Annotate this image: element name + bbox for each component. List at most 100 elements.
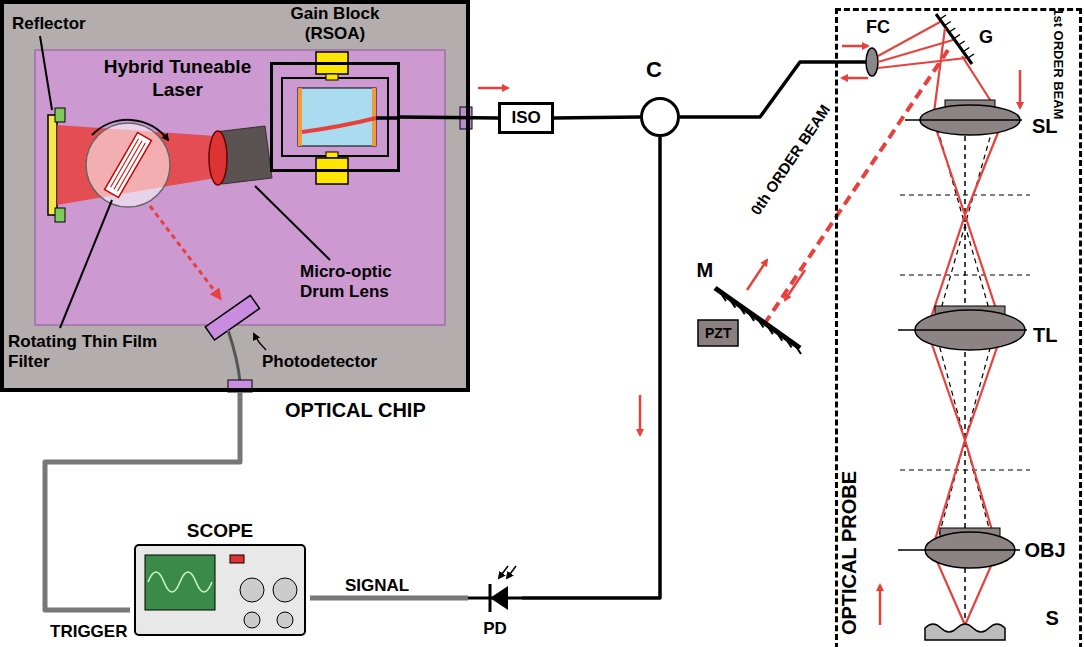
drawing-part: [786, 338, 792, 347]
drawing-part: [326, 152, 338, 158]
drawing-part: [758, 319, 764, 328]
drawing-part: [302, 118, 376, 132]
drawing-part: [765, 50, 948, 323]
photodiode-symbol: [468, 566, 522, 612]
drawing-part: [48, 115, 57, 215]
part-label: PZT: [705, 325, 731, 342]
optical-fiber: [400, 117, 498, 118]
drawing-part: [0, 0, 470, 392]
node-label: PD: [468, 619, 522, 639]
optical-fiber: [522, 137, 660, 598]
part-label: 0th ORDER BEAM: [747, 101, 834, 218]
part-label: Rotating Thin Film Filter: [8, 332, 176, 373]
part-label: FC: [866, 17, 890, 39]
drawing-part: [55, 108, 65, 122]
drawing-part: [1019, 70, 1022, 108]
drawing-part: [35, 50, 445, 325]
drawing-part: [298, 88, 302, 146]
drawing-part: [148, 572, 212, 592]
drawing-part: [842, 45, 868, 48]
drawing-part: [376, 116, 400, 120]
thin-film-filter: [105, 132, 152, 197]
drawing-part: [254, 334, 266, 350]
drawing-part: [720, 292, 726, 301]
drawing-part: [945, 22, 951, 26]
drawing-part: [905, 119, 1022, 121]
drawing-part: [273, 578, 297, 602]
drawing-part: [60, 200, 112, 328]
drawing-part: [489, 584, 492, 612]
drawing-part: [490, 586, 508, 610]
drawing-part: [282, 78, 388, 156]
part-label: OBJ: [1025, 538, 1066, 562]
isolator-box: ISO: [498, 102, 554, 134]
drawing-part: [507, 566, 516, 578]
signal-cable: [310, 596, 468, 601]
drawing-part: [747, 260, 767, 290]
part-label: G: [979, 27, 993, 49]
drawing-part: [244, 612, 260, 628]
drawing-part: [949, 28, 955, 32]
drawing-part: [968, 54, 974, 58]
drawing-part: [748, 312, 754, 321]
drum-lens: [209, 126, 272, 185]
drawing-part: [55, 208, 65, 222]
drawing-part: [639, 395, 642, 435]
gain-block: Gain Block (RSOA): [270, 62, 400, 172]
drawing-part: [205, 295, 259, 340]
drawing-part: [135, 545, 305, 635]
drawing-part: [878, 58, 966, 68]
part-label: 1st ORDER BEAM: [1050, 8, 1066, 119]
tap-beam: [150, 206, 220, 298]
drawing-part: [145, 555, 215, 610]
rotation-arrow: [92, 120, 168, 140]
circulator: C: [640, 97, 680, 137]
reference-mirror: [698, 50, 948, 354]
drawing-part: [40, 36, 52, 110]
drawing-part: [117, 143, 145, 191]
part-label: TL: [1033, 323, 1057, 347]
drawing-part: [900, 274, 1030, 275]
rsoa: [282, 52, 400, 184]
drawing-part: [900, 120, 1030, 550]
part-label: Reflector: [12, 14, 86, 34]
drawing-part: [954, 35, 960, 39]
drawing-part: [959, 41, 965, 45]
drawing-part: [866, 48, 878, 76]
part-label: SL: [1032, 114, 1058, 138]
drawing-part: [255, 186, 330, 260]
drawing-part: [105, 132, 152, 197]
drawing-part: [940, 15, 974, 58]
probe-optics: [835, 14, 1030, 640]
part-label: S: [1046, 606, 1059, 630]
photodiode: PD: [468, 575, 522, 641]
drawing-part: [209, 131, 227, 185]
part-label: M: [697, 258, 714, 282]
node-label: OPTICAL PROBE: [837, 471, 861, 635]
drawing-part: [879, 585, 882, 625]
drawing-part: [898, 329, 1027, 331]
node-label: C: [646, 57, 662, 83]
chip-fill: [0, 0, 470, 392]
cable-label: TRIGGER: [50, 622, 127, 642]
leader-lines: [40, 36, 330, 328]
drawing-part: [963, 48, 969, 52]
drawing-part: [729, 299, 735, 308]
cable-label: SIGNAL: [345, 576, 409, 596]
drawing-part: [499, 566, 508, 578]
part-label: Micro-optic Drum Lens: [300, 262, 440, 303]
drawing-part: [230, 555, 244, 563]
drawing-part: [114, 141, 142, 189]
node-label: SCOPE: [130, 520, 310, 543]
drawing-part: [228, 330, 240, 382]
drawing-part: [835, 60, 866, 64]
drawing-part: [795, 345, 801, 354]
optical-fiber: [554, 117, 640, 118]
drawing-part: [925, 624, 1005, 640]
drawing-part: [767, 325, 773, 334]
drawing-part: [298, 88, 376, 146]
drawing-part: [739, 305, 745, 314]
optical-fiber: [680, 62, 835, 117]
drawing-part: [277, 612, 293, 628]
drawing-part: [785, 270, 805, 300]
